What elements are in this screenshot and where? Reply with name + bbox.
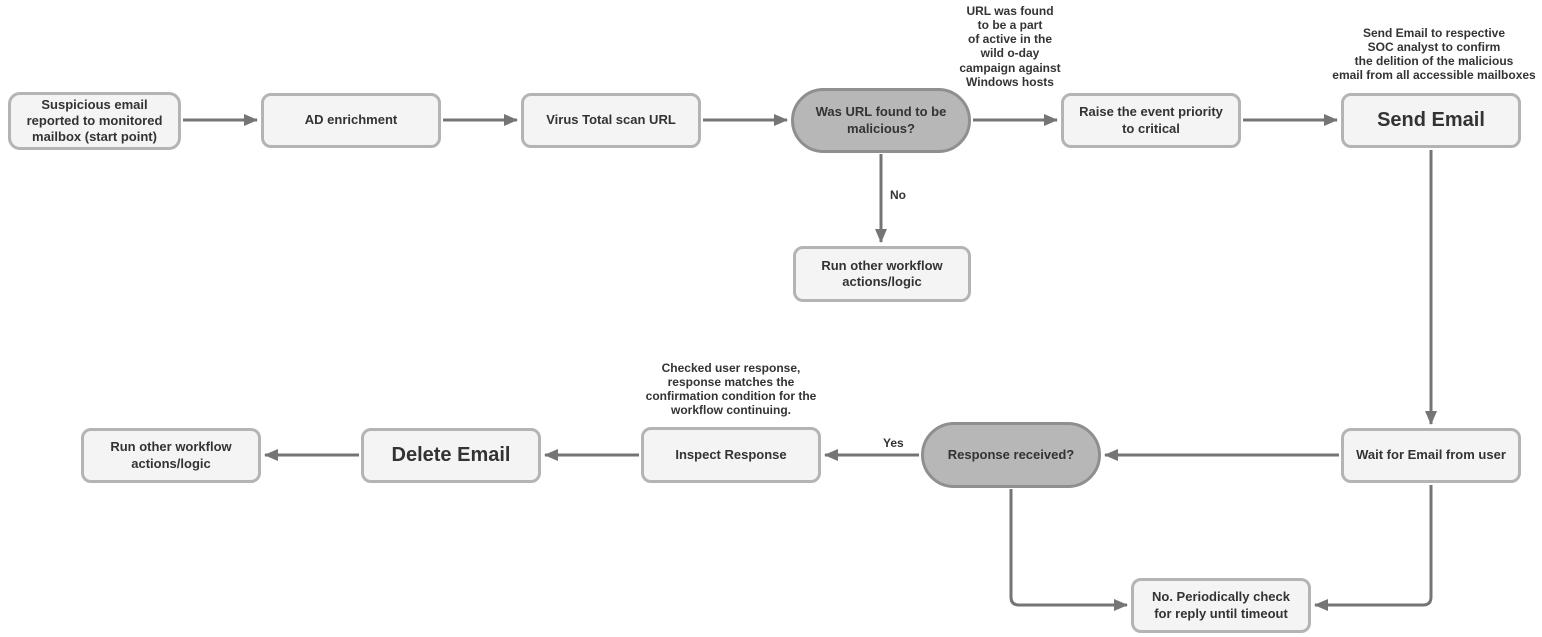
edge-label-yes: Yes: [881, 436, 906, 450]
node-send-email[interactable]: Send Email: [1341, 93, 1521, 148]
node-wait-email[interactable]: Wait for Email from user: [1341, 428, 1521, 483]
node-start-label: Suspicious email reported to monitored m…: [26, 96, 163, 145]
edge-label-no: No: [888, 188, 908, 202]
node-url-malicious-label: Was URL found to be malicious?: [815, 104, 947, 136]
node-periodic-check[interactable]: No. Periodically check for reply until t…: [1131, 578, 1311, 633]
node-virus-total[interactable]: Virus Total scan URL: [521, 93, 701, 148]
node-wait-email-label: Wait for Email from user: [1356, 447, 1506, 463]
node-response-received-label: Response received?: [947, 446, 1075, 462]
node-delete-email-label: Delete Email: [391, 444, 511, 466]
node-inspect-response[interactable]: Inspect Response: [641, 427, 821, 483]
node-run-other-workflow-top-label: Run other workflow actions/logic: [821, 257, 943, 289]
annotation-inspect-response-note: Checked user response, response matches …: [645, 361, 817, 418]
node-raise-priority[interactable]: Raise the event priority to critical: [1061, 93, 1241, 148]
node-periodic-check-label: No. Periodically check for reply until t…: [1151, 589, 1290, 621]
node-send-email-label: Send Email: [1377, 109, 1485, 131]
node-inspect-response-label: Inspect Response: [675, 446, 787, 462]
node-ad-enrichment-label: AD enrichment: [304, 112, 398, 128]
node-response-received-decision[interactable]: Response received?: [921, 422, 1101, 488]
node-ad-enrichment[interactable]: AD enrichment: [261, 93, 441, 148]
edge-response-to-periodic: [1009, 489, 1128, 611]
annotation-zero-day-campaign: URL was found to be a part of active in …: [959, 4, 1061, 89]
node-run-other-workflow-bottom-label: Run other workflow actions/logic: [110, 439, 232, 471]
edge-wait-to-periodic: [1314, 485, 1433, 611]
node-delete-email[interactable]: Delete Email: [361, 428, 541, 483]
node-run-other-workflow-bottom[interactable]: Run other workflow actions/logic: [81, 428, 261, 483]
node-virus-total-label: Virus Total scan URL: [546, 112, 676, 128]
node-start[interactable]: Suspicious email reported to monitored m…: [8, 92, 181, 150]
node-raise-priority-label: Raise the event priority to critical: [1079, 104, 1223, 136]
annotation-send-email-note: Send Email to respective SOC analyst to …: [1332, 26, 1536, 83]
node-run-other-workflow-top[interactable]: Run other workflow actions/logic: [793, 246, 971, 302]
node-url-malicious-decision[interactable]: Was URL found to be malicious?: [791, 88, 971, 153]
